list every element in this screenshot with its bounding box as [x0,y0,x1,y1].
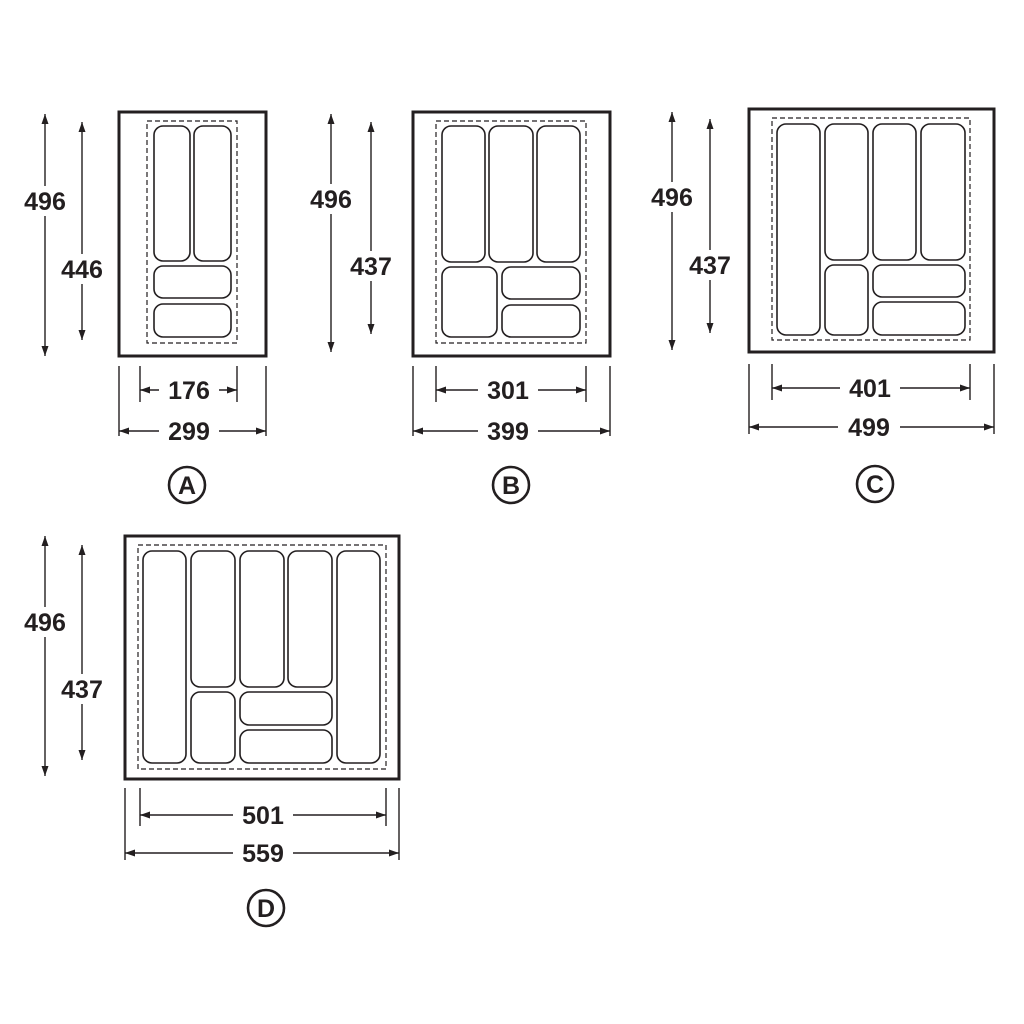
insert-c-compartment [872,264,966,298]
insert-d-label-circle [246,888,286,928]
insert-b-compartment [488,125,534,263]
insert-c-outer-height: 496 [651,184,693,212]
insert-b: 496 437 301 399 B [302,110,612,505]
insert-a-compartment [153,125,191,262]
insert-c-label: C [866,471,884,499]
insert-b-outer-height: 496 [310,186,352,214]
insert-a-compartment [153,265,232,299]
insert-b-compartment [441,266,498,338]
insert-d-liner [137,544,387,770]
insert-c-liner [771,117,971,341]
insert-c: 496 437 401 499 C [643,107,996,504]
insert-c-inner-height: 437 [689,252,731,280]
insert-b-outer-width: 399 [487,418,529,446]
insert-d-compartment [190,550,236,688]
insert-a: 496 446 176 299 A [16,110,268,505]
insert-a-label: A [178,472,196,500]
insert-a-inner-width: 176 [168,377,210,405]
insert-a-label-circle [167,465,207,505]
insert-b-inner-height: 437 [350,253,392,281]
insert-c-compartment [872,301,966,336]
insert-c-compartment [872,123,917,261]
insert-b-inner-width: 301 [487,377,529,405]
insert-d-inner-height: 437 [61,676,103,704]
insert-b-compartment [501,266,581,300]
insert-c-compartment [824,264,869,336]
insert-d: 496 437 501 559 D [16,534,401,928]
insert-d-compartment [239,729,333,764]
insert-a-outer-height: 496 [24,188,66,216]
insert-d-compartment [142,550,187,764]
insert-c-inner-width: 401 [849,375,891,403]
insert-d-outer-height: 496 [24,609,66,637]
insert-b-compartment [501,304,581,338]
insert-d-compartment [239,550,285,688]
insert-d-compartment [287,550,333,688]
insert-c-compartment [776,123,821,336]
insert-a-compartment [193,125,232,262]
insert-a-compartment [153,303,232,338]
insert-b-label-circle [491,465,531,505]
insert-d-outer-width: 559 [242,840,284,868]
insert-c-compartment [824,123,869,261]
insert-c-compartment [920,123,966,261]
insert-a-liner [146,120,238,344]
insert-b-compartment [441,125,486,263]
insert-d-compartment [239,691,333,726]
insert-d-compartment [336,550,381,764]
insert-c-label-circle [855,464,895,504]
insert-a-outer-width: 299 [168,418,210,446]
insert-b-compartment [536,125,581,263]
insert-d-label: D [257,895,275,923]
insert-b-label: B [502,472,520,500]
insert-a-inner-height: 446 [61,256,103,284]
insert-c-outer-width: 499 [848,414,890,442]
insert-d-compartment [190,691,236,764]
insert-b-liner [435,120,587,344]
insert-d-inner-width: 501 [242,802,284,830]
